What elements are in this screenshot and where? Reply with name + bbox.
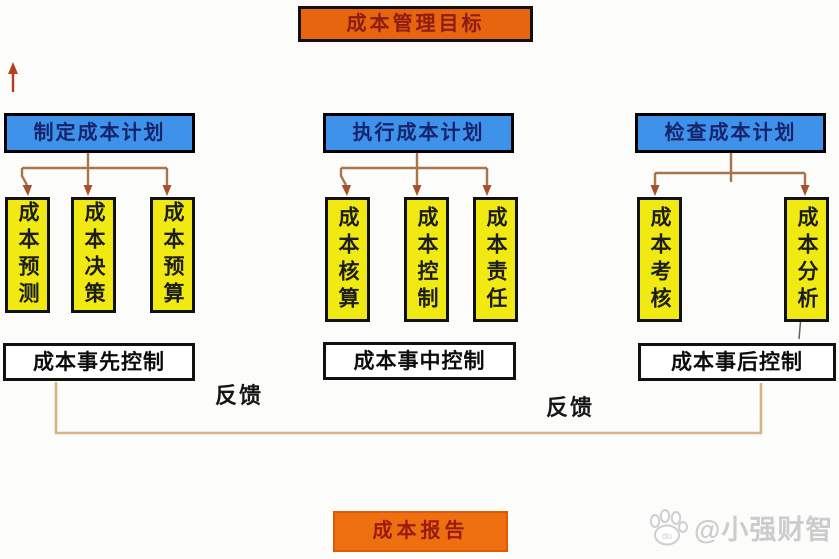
stage-cost-responsibility: 成本责任 [473, 197, 518, 322]
feedback-label-1: 反馈 [215, 383, 264, 408]
paw-du-text: du [662, 531, 672, 541]
branch-left-arrowheads [22, 185, 172, 196]
stage-cost-assessment: 成本考核 [637, 197, 682, 322]
branch-left [20, 153, 169, 186]
watermark: du @小强财智 [646, 508, 833, 547]
branch-right-arrowheads [650, 185, 810, 196]
branch-middle-arrowheads [341, 185, 492, 196]
stage-cost-budget: 成本预算 [150, 197, 195, 313]
feedback-label-2: 反馈 [546, 395, 595, 420]
stage-cost-analysis: 成本分析 [784, 197, 829, 322]
branch-middle [339, 153, 489, 186]
stage-cost-forecast: 成本预测 [5, 197, 50, 313]
control-after-event: 成本事后控制 [638, 343, 836, 381]
stage-cost-accounting: 成本核算 [325, 197, 370, 322]
header-execute-cost-plan: 执行成本计划 [323, 113, 514, 153]
control-before-event: 成本事先控制 [3, 343, 195, 381]
header-check-cost-plan: 检查成本计划 [635, 113, 826, 153]
feedback-loop-line [54, 382, 763, 435]
watermark-text: @小强财智 [694, 515, 834, 545]
branch-right [653, 152, 807, 185]
stage-cost-decision: 成本决策 [71, 197, 116, 313]
header-make-cost-plan: 制定成本计划 [4, 113, 195, 153]
goal-box: 成本管理目标 [298, 6, 533, 42]
control-during-event: 成本事中控制 [323, 342, 516, 380]
baidu-paw-icon: du [649, 508, 688, 545]
stage-cost-control: 成本控制 [404, 197, 449, 322]
report-box: 成本报告 [333, 511, 508, 552]
feedback-up-arrow-icon [8, 62, 18, 92]
